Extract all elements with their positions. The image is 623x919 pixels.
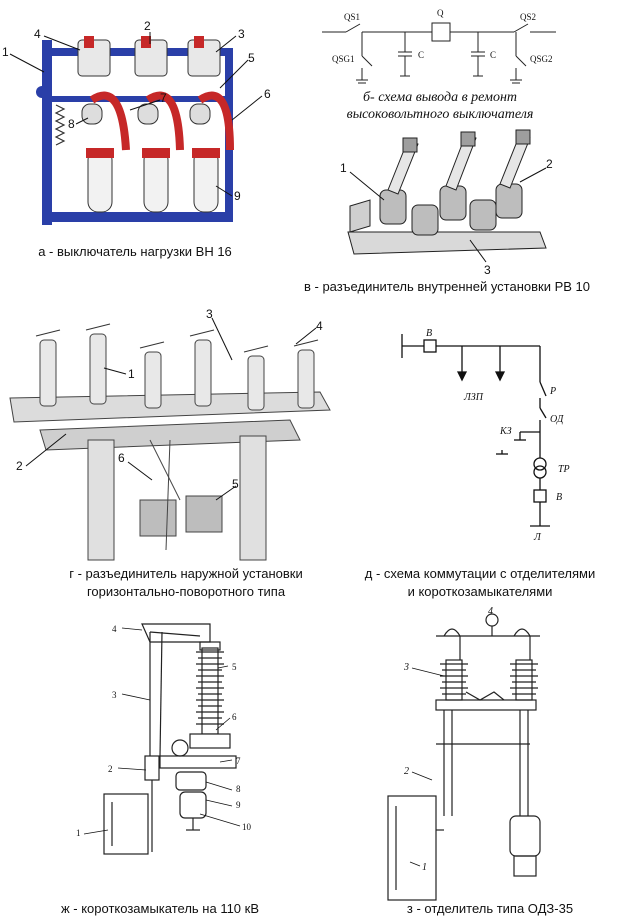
label-a-4: 4 [34,27,41,41]
label-d-lzp: ЛЗП [463,392,484,403]
label-zh-2: 2 [108,764,113,774]
label-a-2: 2 [144,19,151,33]
label-v-2: 2 [546,157,553,171]
label-zh-1: 1 [76,828,81,838]
label-g-6: 6 [118,451,125,465]
label-z-4: 4 [488,606,493,617]
label-d-tr: ТР [558,464,570,475]
label-zh-9: 9 [236,800,241,810]
diagram-g-outdoor-disconnector [9,317,331,561]
label-a-3: 3 [238,27,245,41]
caption-zh: ж - короткозамыкатель на 110 кВ [60,901,260,916]
label-a-5: 5 [248,51,255,65]
label-zh-10: 10 [242,822,252,832]
label-d-r: Р [549,386,556,397]
label-b-qsg1: QSG1 [332,54,355,64]
label-b-qsg2: QSG2 [530,54,553,64]
caption-g-line1: г - разъединитель наружной установки [69,566,303,581]
label-a-1: 1 [2,45,9,59]
label-b-c1: C [418,50,424,60]
label-d-v2: В [556,492,562,503]
caption-d-line1: д - схема коммутации с отделителями [364,566,596,581]
label-v-1: 1 [340,161,347,175]
label-z-2: 2 [404,766,409,777]
label-z-3: 3 [403,662,409,673]
label-zh-7: 7 [236,756,241,766]
label-b-qs1: QS1 [344,12,360,22]
caption-b-line1: б- схема вывода в ремонт [362,90,518,105]
diagram-d-labels: В ЛЗП Р ОД КЗ ТР В Л [426,328,570,543]
diagram-b-labels: QS1 Q QS2 QSG1 C C QSG2 [332,8,553,64]
diagram-z-labels: 4 3 2 1 [403,606,493,873]
diagram-zh-short-circuiter [83,623,241,855]
phase-1 [77,36,130,213]
label-a-8: 8 [68,117,75,131]
label-g-1: 1 [128,367,135,381]
diagram-zh-labels: 4 5 3 6 7 2 8 9 10 1 [76,624,252,838]
label-d-l: Л [533,532,542,543]
label-g-5: 5 [232,477,239,491]
label-b-qs2: QS2 [520,12,536,22]
label-g-2: 2 [16,459,23,473]
diagram-z-separator [387,613,541,901]
caption-g-line2: горизонтально-поворотного типа [86,584,286,599]
phase-2 [134,36,184,213]
label-g-3: 3 [206,307,213,321]
caption-b-line2: высоковольтного выключателя [346,107,534,122]
diagram-a-load-switch: 1 4 2 3 5 6 7 8 9 [2,19,271,225]
label-g-4: 4 [316,319,323,333]
label-b-q: Q [437,8,444,18]
label-a-9: 9 [234,189,241,203]
diagram-b-schematic [322,22,556,84]
label-zh-8: 8 [236,784,241,794]
label-d-v1: В [426,328,432,339]
caption-a: а - выключатель нагрузки ВН 16 [38,244,232,259]
diagram-v-disconnector [347,129,547,263]
diagram-d-commutation-scheme [401,334,550,527]
label-v-3: 3 [484,263,491,277]
caption-z: з - отделитель типа ОДЗ-35 [406,901,574,916]
label-b-c2: C [490,50,496,60]
label-a-7: 7 [160,91,167,105]
caption-v: в - разъединитель внутренней установки Р… [303,279,591,294]
label-zh-6: 6 [232,712,237,722]
label-d-kz: КЗ [499,426,512,437]
label-zh-4: 4 [112,624,117,634]
label-d-od: ОД [550,414,564,425]
phase-3 [187,36,234,213]
label-zh-3: 3 [112,690,117,700]
caption-d-line2: и короткозамыкателями [407,584,553,599]
label-z-1: 1 [422,862,427,873]
label-a-6: 6 [264,87,271,101]
label-zh-5: 5 [232,662,237,672]
